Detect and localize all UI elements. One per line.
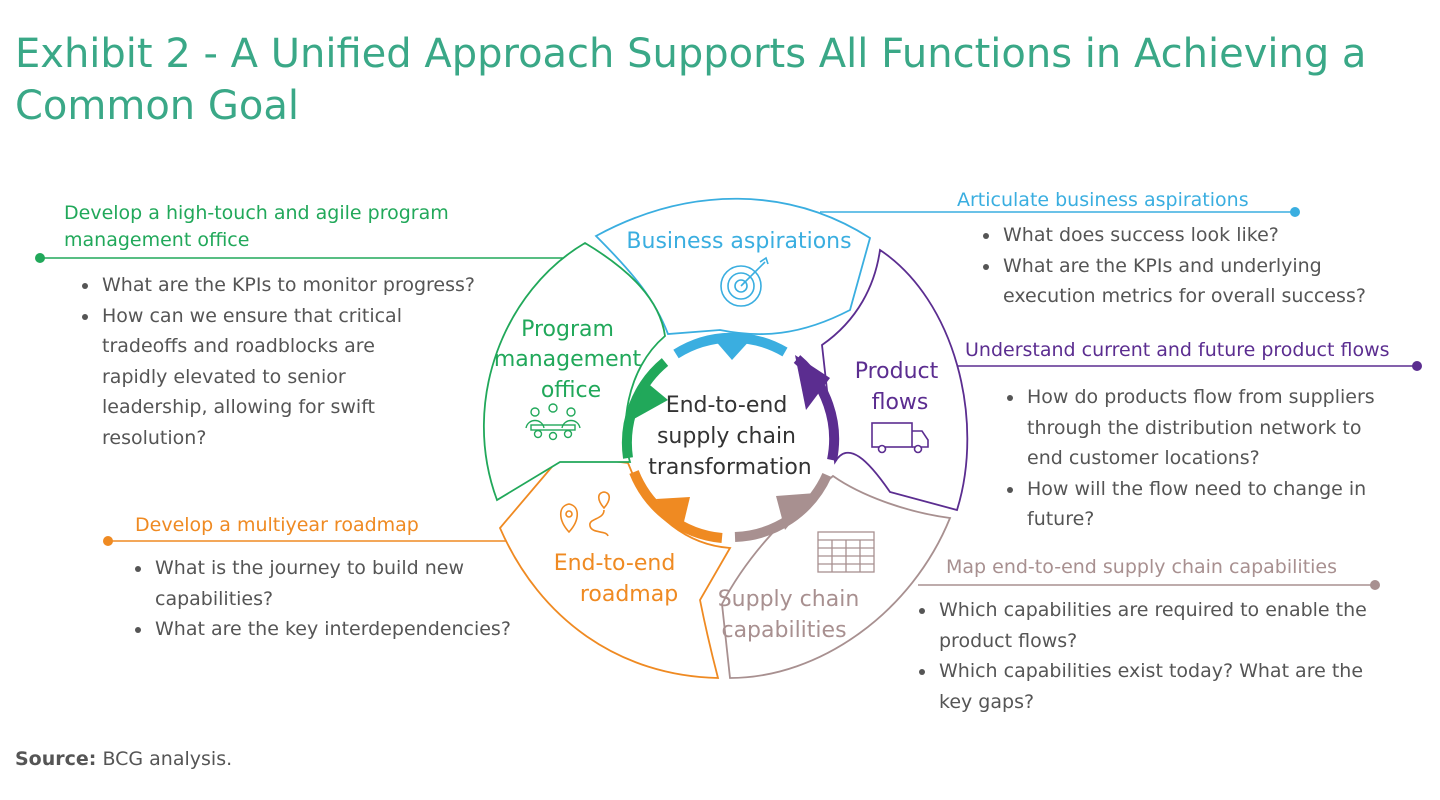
business-connector-dot [1290, 207, 1300, 217]
segment-product-flows [821, 248, 969, 512]
capabilities-connector-dot [1370, 580, 1380, 590]
list-item: Which capabilities are required to enabl… [919, 595, 1379, 656]
inner-chevrons [632, 338, 830, 530]
callout-capabilities-heading: Map end-to-end supply chain capabilities [946, 556, 1338, 578]
chevron-blue [713, 338, 752, 360]
inner-cycle-ring [621, 332, 840, 543]
callout-roadmap-heading: Develop a multiyear roadmap [135, 514, 419, 536]
segment-label-product: Product flows [855, 359, 946, 415]
list-item: How will the flow need to change in futu… [1007, 474, 1387, 535]
chevron-purple [795, 355, 830, 410]
source-note: Source: BCG analysis. [15, 748, 232, 770]
inner-arc-green [621, 358, 669, 459]
segment-label-capabilities: Supply chain capabilities [718, 587, 867, 643]
list-item: What are the key interdependencies? [135, 614, 525, 645]
inner-arc-blue [673, 332, 788, 359]
callout-product-heading: Understand current and future product fl… [965, 339, 1390, 361]
exhibit-title: Exhibit 2 - A Unified Approach Supports … [15, 31, 1367, 129]
segment-label-pmo: Program management office [494, 317, 648, 403]
callout-roadmap-bullets: What is the journey to build new capabil… [135, 553, 525, 645]
callout-capabilities: Map end-to-end supply chain capabilities… [919, 554, 1386, 717]
callout-roadmap: Develop a multiyear roadmap What is the … [135, 512, 535, 645]
truck-icon [871, 422, 929, 454]
roadmap-connector-dot [103, 536, 113, 546]
callout-product-bullets: How do products flow from suppliers thro… [965, 382, 1387, 535]
pmo-connector-dot [35, 253, 45, 263]
chevron-orange [656, 497, 690, 530]
callout-product: Understand current and future product fl… [965, 337, 1415, 535]
list-item: What are the KPIs to monitor progress? [82, 270, 532, 301]
connector-lines [35, 207, 1422, 590]
target-icon [720, 256, 769, 307]
inner-arc-orange [629, 470, 723, 543]
segment-supply-chain-capabilities [721, 474, 952, 679]
callout-capabilities-bullets: Which capabilities are required to enabl… [919, 595, 1379, 717]
chevron-taupe [776, 493, 816, 530]
segment-label-roadmap: End-to-end roadmap [554, 551, 683, 607]
list-item: Which capabilities exist today? What are… [919, 656, 1379, 717]
product-connector-dot [1412, 361, 1422, 371]
callout-business-bullets: What does success look like? What are th… [957, 220, 1373, 312]
callout-business-heading: Articulate business aspirations [957, 189, 1249, 211]
source-text: BCG analysis. [102, 748, 233, 770]
list-item: How do products flow from suppliers thro… [1007, 382, 1387, 474]
callout-pmo-heading: Develop a high-touch and agile program m… [64, 202, 449, 251]
list-item: How can we ensure that critical tradeoff… [82, 301, 402, 454]
callout-pmo-bullets: What are the KPIs to monitor progress? H… [64, 270, 482, 453]
center-label: End-to-end supply chain transformation [648, 393, 811, 480]
list-item: What does success look like? [983, 220, 1373, 251]
source-label: Source: [15, 748, 97, 770]
list-item: What are the KPIs and underlying executi… [983, 251, 1373, 312]
outer-ring [483, 197, 969, 679]
callout-business: Articulate business aspirations What doe… [957, 187, 1377, 312]
chevron-green [632, 381, 668, 420]
segment-label-business: Business aspirations [626, 229, 851, 254]
table-grid-icon [817, 531, 875, 573]
team-meeting-icon [525, 403, 581, 441]
callout-pmo: Develop a high-touch and agile program m… [64, 200, 504, 453]
route-pins-icon [559, 491, 611, 537]
list-item: What is the journey to build new capabil… [135, 553, 475, 614]
